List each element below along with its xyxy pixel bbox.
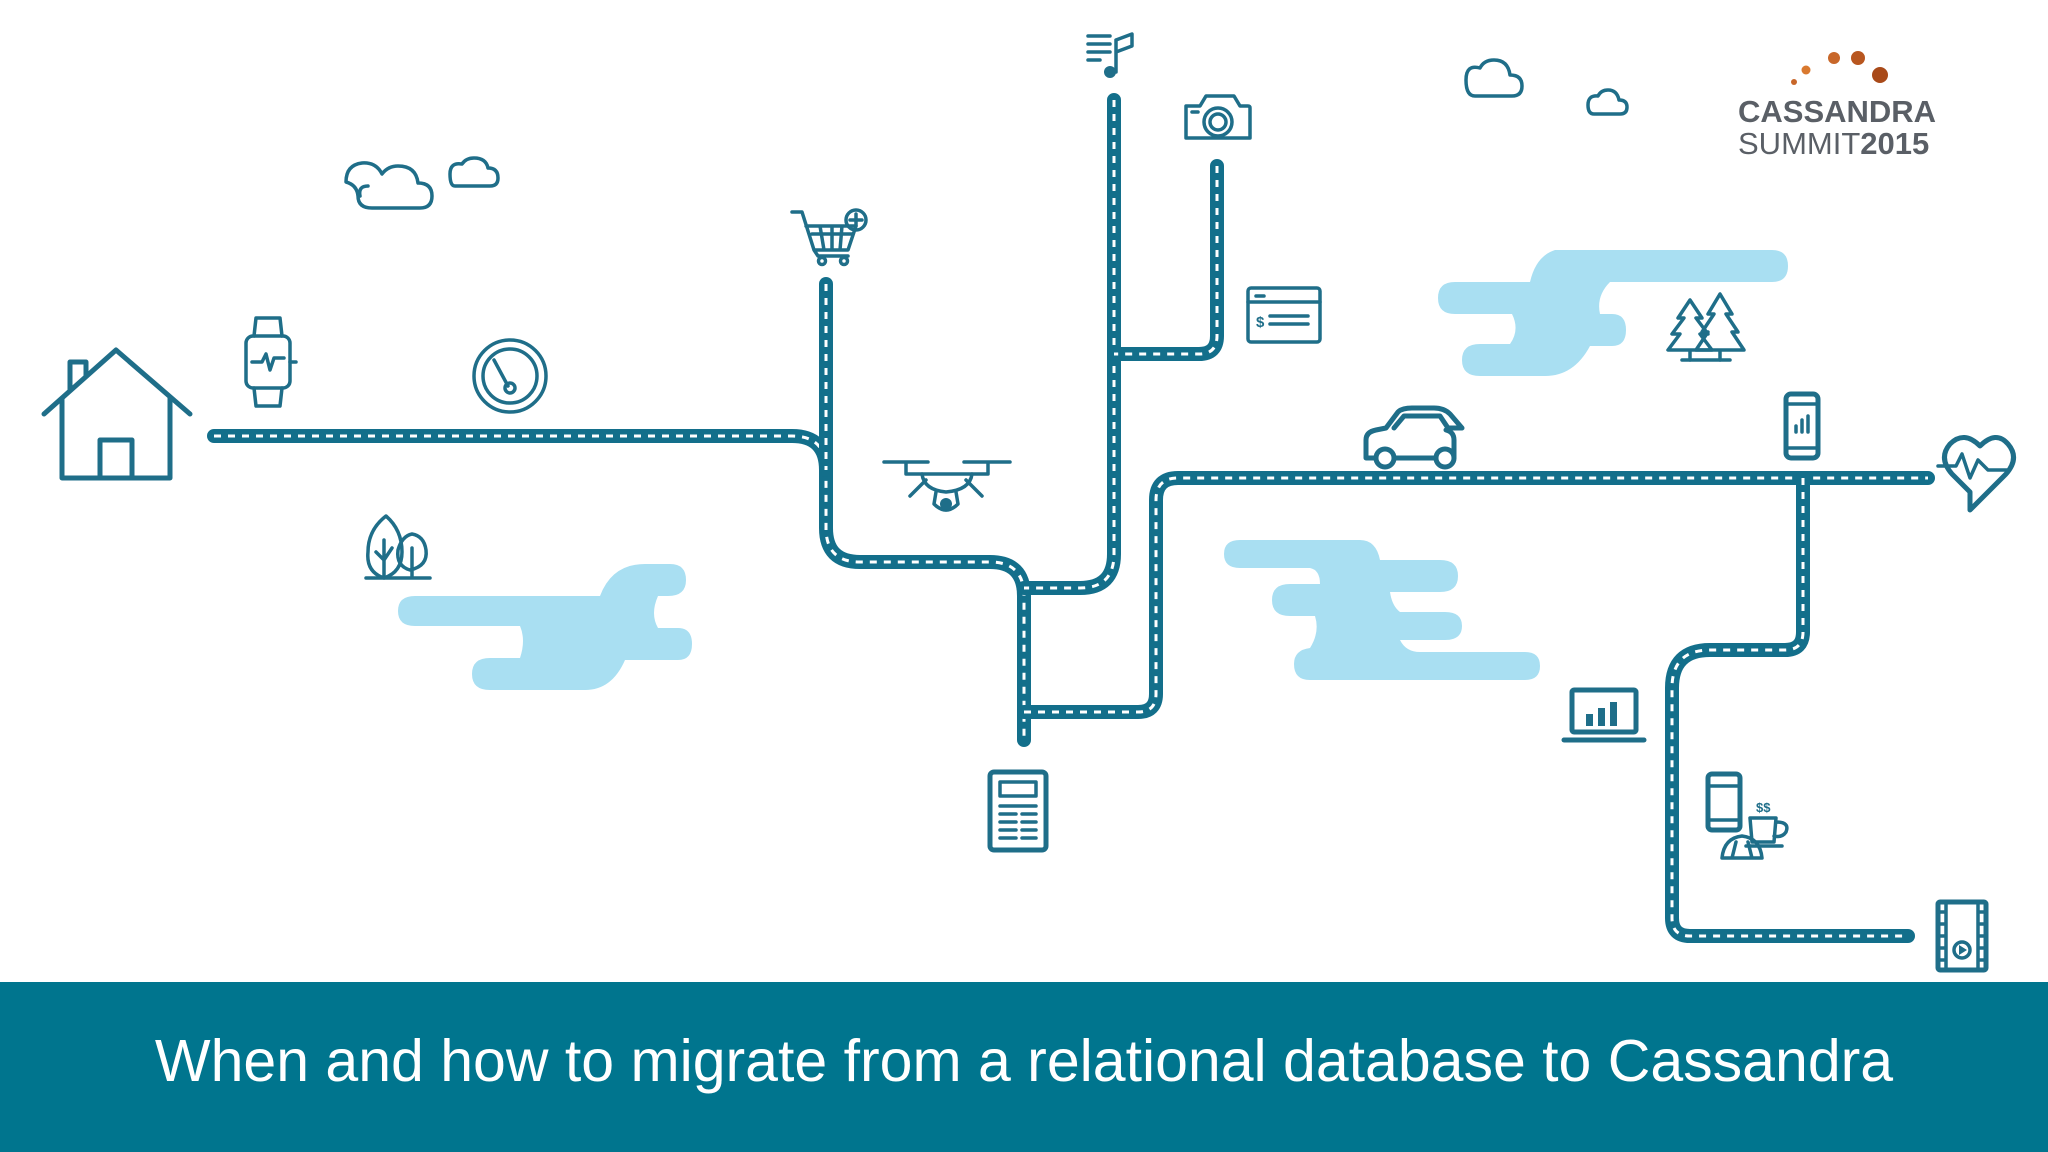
- cloud-blobs: [398, 250, 1788, 690]
- heartbeat-icon: [1936, 435, 2016, 513]
- shopping-cart-icon: [790, 208, 868, 267]
- trees-icon: [364, 514, 432, 580]
- camera-icon: [1184, 94, 1252, 140]
- credit-card-icon: $: [1246, 286, 1322, 344]
- phone-coffee-icon: $$: [1705, 771, 1789, 860]
- smartphone-icon: [1783, 391, 1821, 461]
- svg-text:$: $: [1256, 314, 1265, 331]
- cloud-icon: [1586, 88, 1629, 116]
- road-camera-branch: [1107, 159, 1224, 361]
- film-video-icon: [1935, 899, 1989, 973]
- road-music-branch: [1017, 93, 1121, 595]
- logo-year: 2015: [1860, 126, 1930, 161]
- house-icon: [41, 347, 193, 481]
- cloud-icon: [344, 161, 434, 210]
- logo-dots-icon: [1791, 51, 1888, 85]
- laptop-chart-icon: [1561, 687, 1647, 743]
- logo-line1: CASSANDRA: [1738, 94, 1937, 129]
- road-south-east: [1665, 471, 1915, 943]
- cassandra-summit-logo: CASSANDRA SUMMIT2015: [1738, 42, 1958, 172]
- roads: [207, 93, 1935, 943]
- drone-icon: [882, 460, 1012, 512]
- cloud-icon: [1464, 58, 1524, 98]
- logo-line2: SUMMIT2015: [1738, 128, 1929, 160]
- smartwatch-icon: [244, 316, 298, 408]
- cloud-blob-right: [1438, 250, 1788, 376]
- svg-text:$$: $$: [1756, 800, 1771, 815]
- banner-title: When and how to migrate from a relationa…: [154, 1028, 1894, 1094]
- logo-summit-text: SUMMIT: [1738, 126, 1861, 161]
- cloud-blob-left: [398, 564, 692, 690]
- pine-trees-icon: [1666, 292, 1746, 362]
- cloud-blob-middle: [1224, 540, 1540, 680]
- music-playlist-icon: [1086, 32, 1134, 78]
- car-icon: [1363, 405, 1465, 470]
- outline-clouds: [344, 58, 1629, 210]
- newspaper-icon: [987, 769, 1049, 853]
- road-network-illustration: $ $$: [41, 32, 2016, 973]
- title-banner: When and how to migrate from a relationa…: [0, 982, 2048, 1152]
- cloud-icon: [448, 156, 500, 188]
- speedometer-icon: [472, 338, 548, 414]
